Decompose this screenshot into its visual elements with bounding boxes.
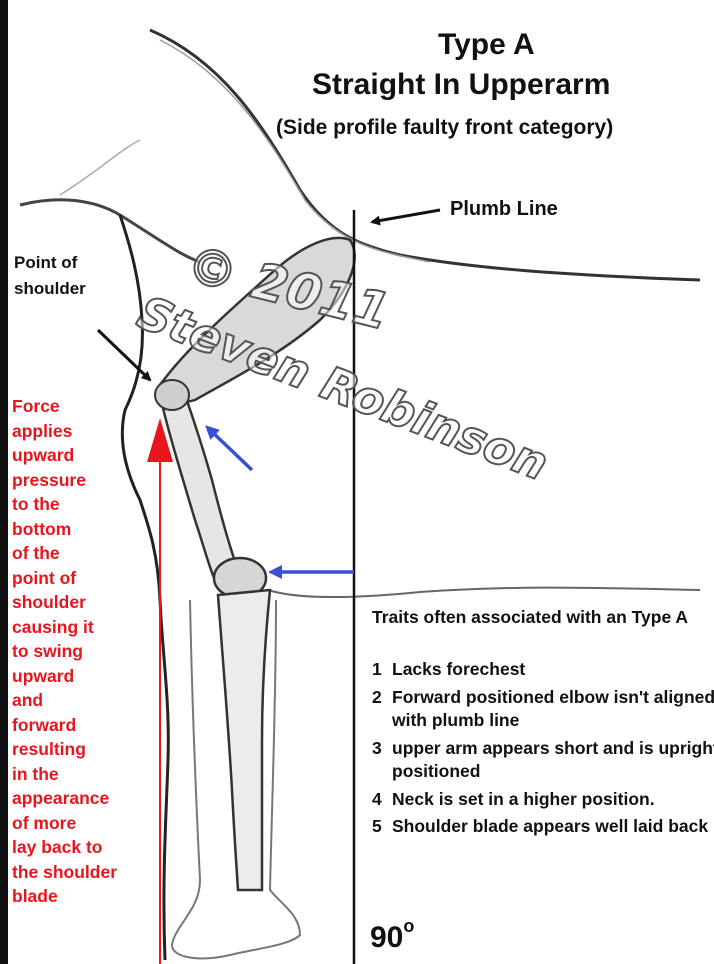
trait-number: 4 (372, 788, 382, 812)
trait-item: 3 upper arm appears short and is upright … (372, 737, 714, 784)
trait-item: 1 Lacks forechest (372, 658, 714, 682)
force-line-text: to the (12, 492, 117, 517)
trait-text: Lacks forechest (392, 659, 525, 679)
traits-list: 1 Lacks forechest 2 Forward positioned elb… (372, 658, 714, 843)
plumb-line-label: Plumb Line (450, 198, 558, 221)
left-frame-edge (0, 0, 8, 964)
title: Type A (438, 28, 535, 62)
blue-arrow-upper-arm (208, 428, 252, 470)
trait-text: Neck is set in a higher position. (392, 789, 655, 809)
force-line-text: Force (12, 394, 117, 419)
force-line-text: appearance (12, 786, 117, 811)
subtitle: (Side profile faulty front category) (276, 116, 613, 140)
force-line-text: bottom (12, 517, 117, 542)
force-line-text: and (12, 688, 117, 713)
force-line-text: of the (12, 541, 117, 566)
trait-text: Shoulder blade appears well laid back (392, 816, 708, 836)
force-line-text: point of (12, 566, 117, 591)
force-line-text: shoulder (12, 590, 117, 615)
force-line-text: to swing (12, 639, 117, 664)
belly-sketch (268, 588, 700, 597)
trait-item: 5 Shoulder blade appears well laid back (372, 815, 714, 839)
force-line-text: upward (12, 443, 117, 468)
force-line-text: of more (12, 811, 117, 836)
forearm-bone (218, 590, 270, 890)
angle-label: 90o (370, 920, 414, 955)
trait-text: upper arm appears short and is upright p… (392, 738, 714, 782)
force-line-text: applies (12, 419, 117, 444)
force-line-text: upward (12, 664, 117, 689)
force-line-text: in the (12, 762, 117, 787)
angle-value: 90 (370, 921, 403, 954)
trait-number: 3 (372, 737, 382, 761)
trait-item: 2 Forward positioned elbow isn't aligned … (372, 686, 714, 733)
force-line-text: pressure (12, 468, 117, 493)
trait-number: 5 (372, 815, 382, 839)
trait-item: 4 Neck is set in a higher position. (372, 788, 714, 812)
force-line-text: blade (12, 884, 117, 909)
trait-number: 2 (372, 686, 382, 710)
trait-text: Forward positioned elbow isn't aligned w… (392, 687, 714, 731)
plumb-line-arrow (372, 210, 440, 222)
force-line-text: resulting (12, 737, 117, 762)
force-description: Force applies upward pressure to the bot… (12, 394, 117, 909)
point-of-shoulder-label: Point of shoulder (14, 250, 124, 302)
trait-number: 1 (372, 658, 382, 682)
title-line2: Straight In Upperarm (312, 68, 610, 102)
angle-unit: o (403, 916, 414, 936)
neck-sketch-light (60, 140, 140, 195)
upper-arm-bone (160, 395, 240, 580)
force-line-text: the shoulder (12, 860, 117, 885)
shoulder-joint (155, 380, 189, 410)
traits-heading: Traits often associated with an Type A (372, 605, 702, 629)
force-line-text: forward (12, 713, 117, 738)
force-line-text: causing it (12, 615, 117, 640)
force-line-text: lay back to (12, 835, 117, 860)
